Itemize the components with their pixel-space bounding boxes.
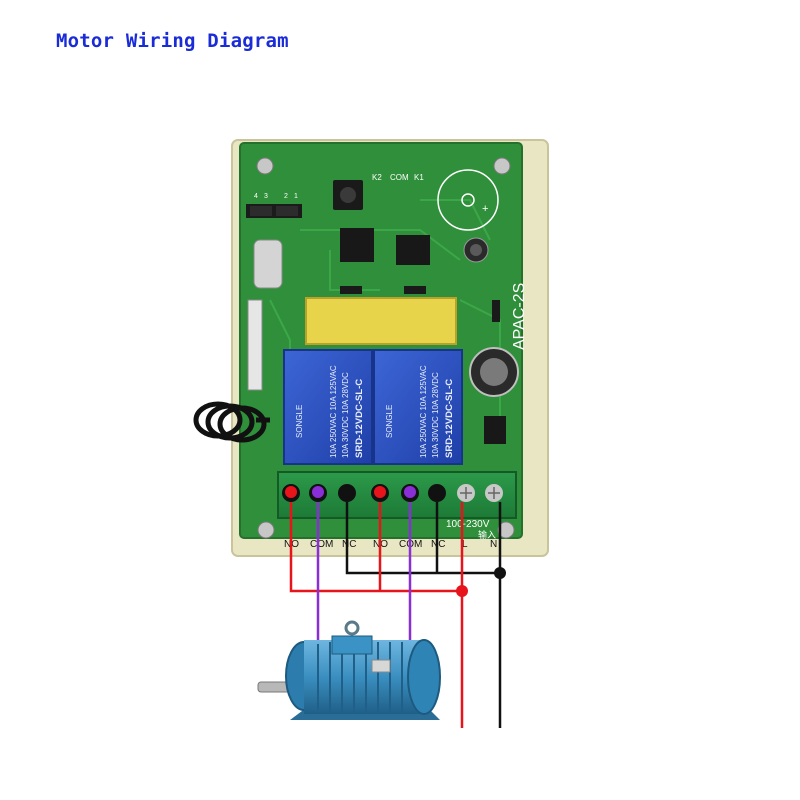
junction-node-red bbox=[456, 585, 468, 597]
jumper-label-4: 4 bbox=[254, 193, 258, 200]
diagram-title: Motor Wiring Diagram bbox=[56, 30, 289, 52]
terminal-label-com-1: COM bbox=[310, 539, 333, 550]
svg-text:+: + bbox=[482, 203, 488, 215]
regulator-chip bbox=[484, 416, 506, 444]
relay-1-model: SRD-12VDC-SL-C bbox=[354, 379, 365, 458]
terminal-label-n: N bbox=[490, 539, 497, 550]
diode bbox=[340, 286, 500, 322]
relay-1-rating-2: 10A 30VDC 10A 28VDC bbox=[341, 372, 350, 458]
buzzer-icon: + bbox=[437, 169, 499, 231]
relay-2: SONGLE 10A 250VAC 10A 125VAC 10A 30VDC 1… bbox=[373, 349, 463, 465]
screw-terminal-8[interactable] bbox=[485, 484, 503, 502]
jumper-label-3: 3 bbox=[264, 193, 268, 200]
mounting-hole-icon bbox=[256, 157, 515, 539]
terminal-label-l: L bbox=[462, 539, 468, 550]
motor-icon bbox=[257, 620, 441, 720]
relay-2-rating-2: 10A 30VDC 10A 28VDC bbox=[431, 372, 440, 458]
junction-node-black bbox=[494, 567, 506, 579]
relay-1-rating-1: 10A 250VAC 10A 125VAC bbox=[329, 365, 338, 458]
crystal-oscillator bbox=[253, 239, 283, 289]
board-model-label: APAC-2S bbox=[511, 283, 528, 350]
wire-red bbox=[289, 502, 464, 728]
k2-label: K2 bbox=[372, 173, 382, 182]
com-label: COM bbox=[390, 173, 409, 182]
screw-terminal-7[interactable] bbox=[457, 484, 475, 502]
jumper-label-2: 2 bbox=[284, 193, 288, 200]
yellow-capacitor bbox=[305, 297, 457, 345]
ic-chip bbox=[340, 228, 430, 265]
wire-black bbox=[345, 502, 502, 728]
relay-2-rating-1: 10A 250VAC 10A 125VAC bbox=[419, 365, 428, 458]
side-connector bbox=[247, 299, 263, 391]
capacitor-small bbox=[463, 237, 489, 263]
input-cn-label: 输入 bbox=[478, 529, 496, 540]
relay-2-model: SRD-12VDC-SL-C bbox=[444, 379, 455, 458]
capacitor-large bbox=[469, 347, 519, 397]
wire-terminal-dots bbox=[285, 486, 443, 498]
jumper-header bbox=[246, 204, 302, 218]
terminal-label-nc-1: NC bbox=[342, 539, 356, 550]
relay-1-brand: SONGLE bbox=[295, 405, 304, 438]
jumper-label-1: 1 bbox=[294, 193, 298, 200]
antenna-coil-icon bbox=[193, 401, 270, 443]
learn-button[interactable] bbox=[333, 180, 363, 210]
k1-label: K1 bbox=[414, 173, 424, 182]
wire-purple bbox=[316, 502, 412, 648]
input-voltage-label: 100-230V bbox=[446, 519, 490, 530]
relay-2-brand: SONGLE bbox=[385, 405, 394, 438]
relay-1: SONGLE 10A 250VAC 10A 125VAC 10A 30VDC 1… bbox=[283, 349, 373, 465]
